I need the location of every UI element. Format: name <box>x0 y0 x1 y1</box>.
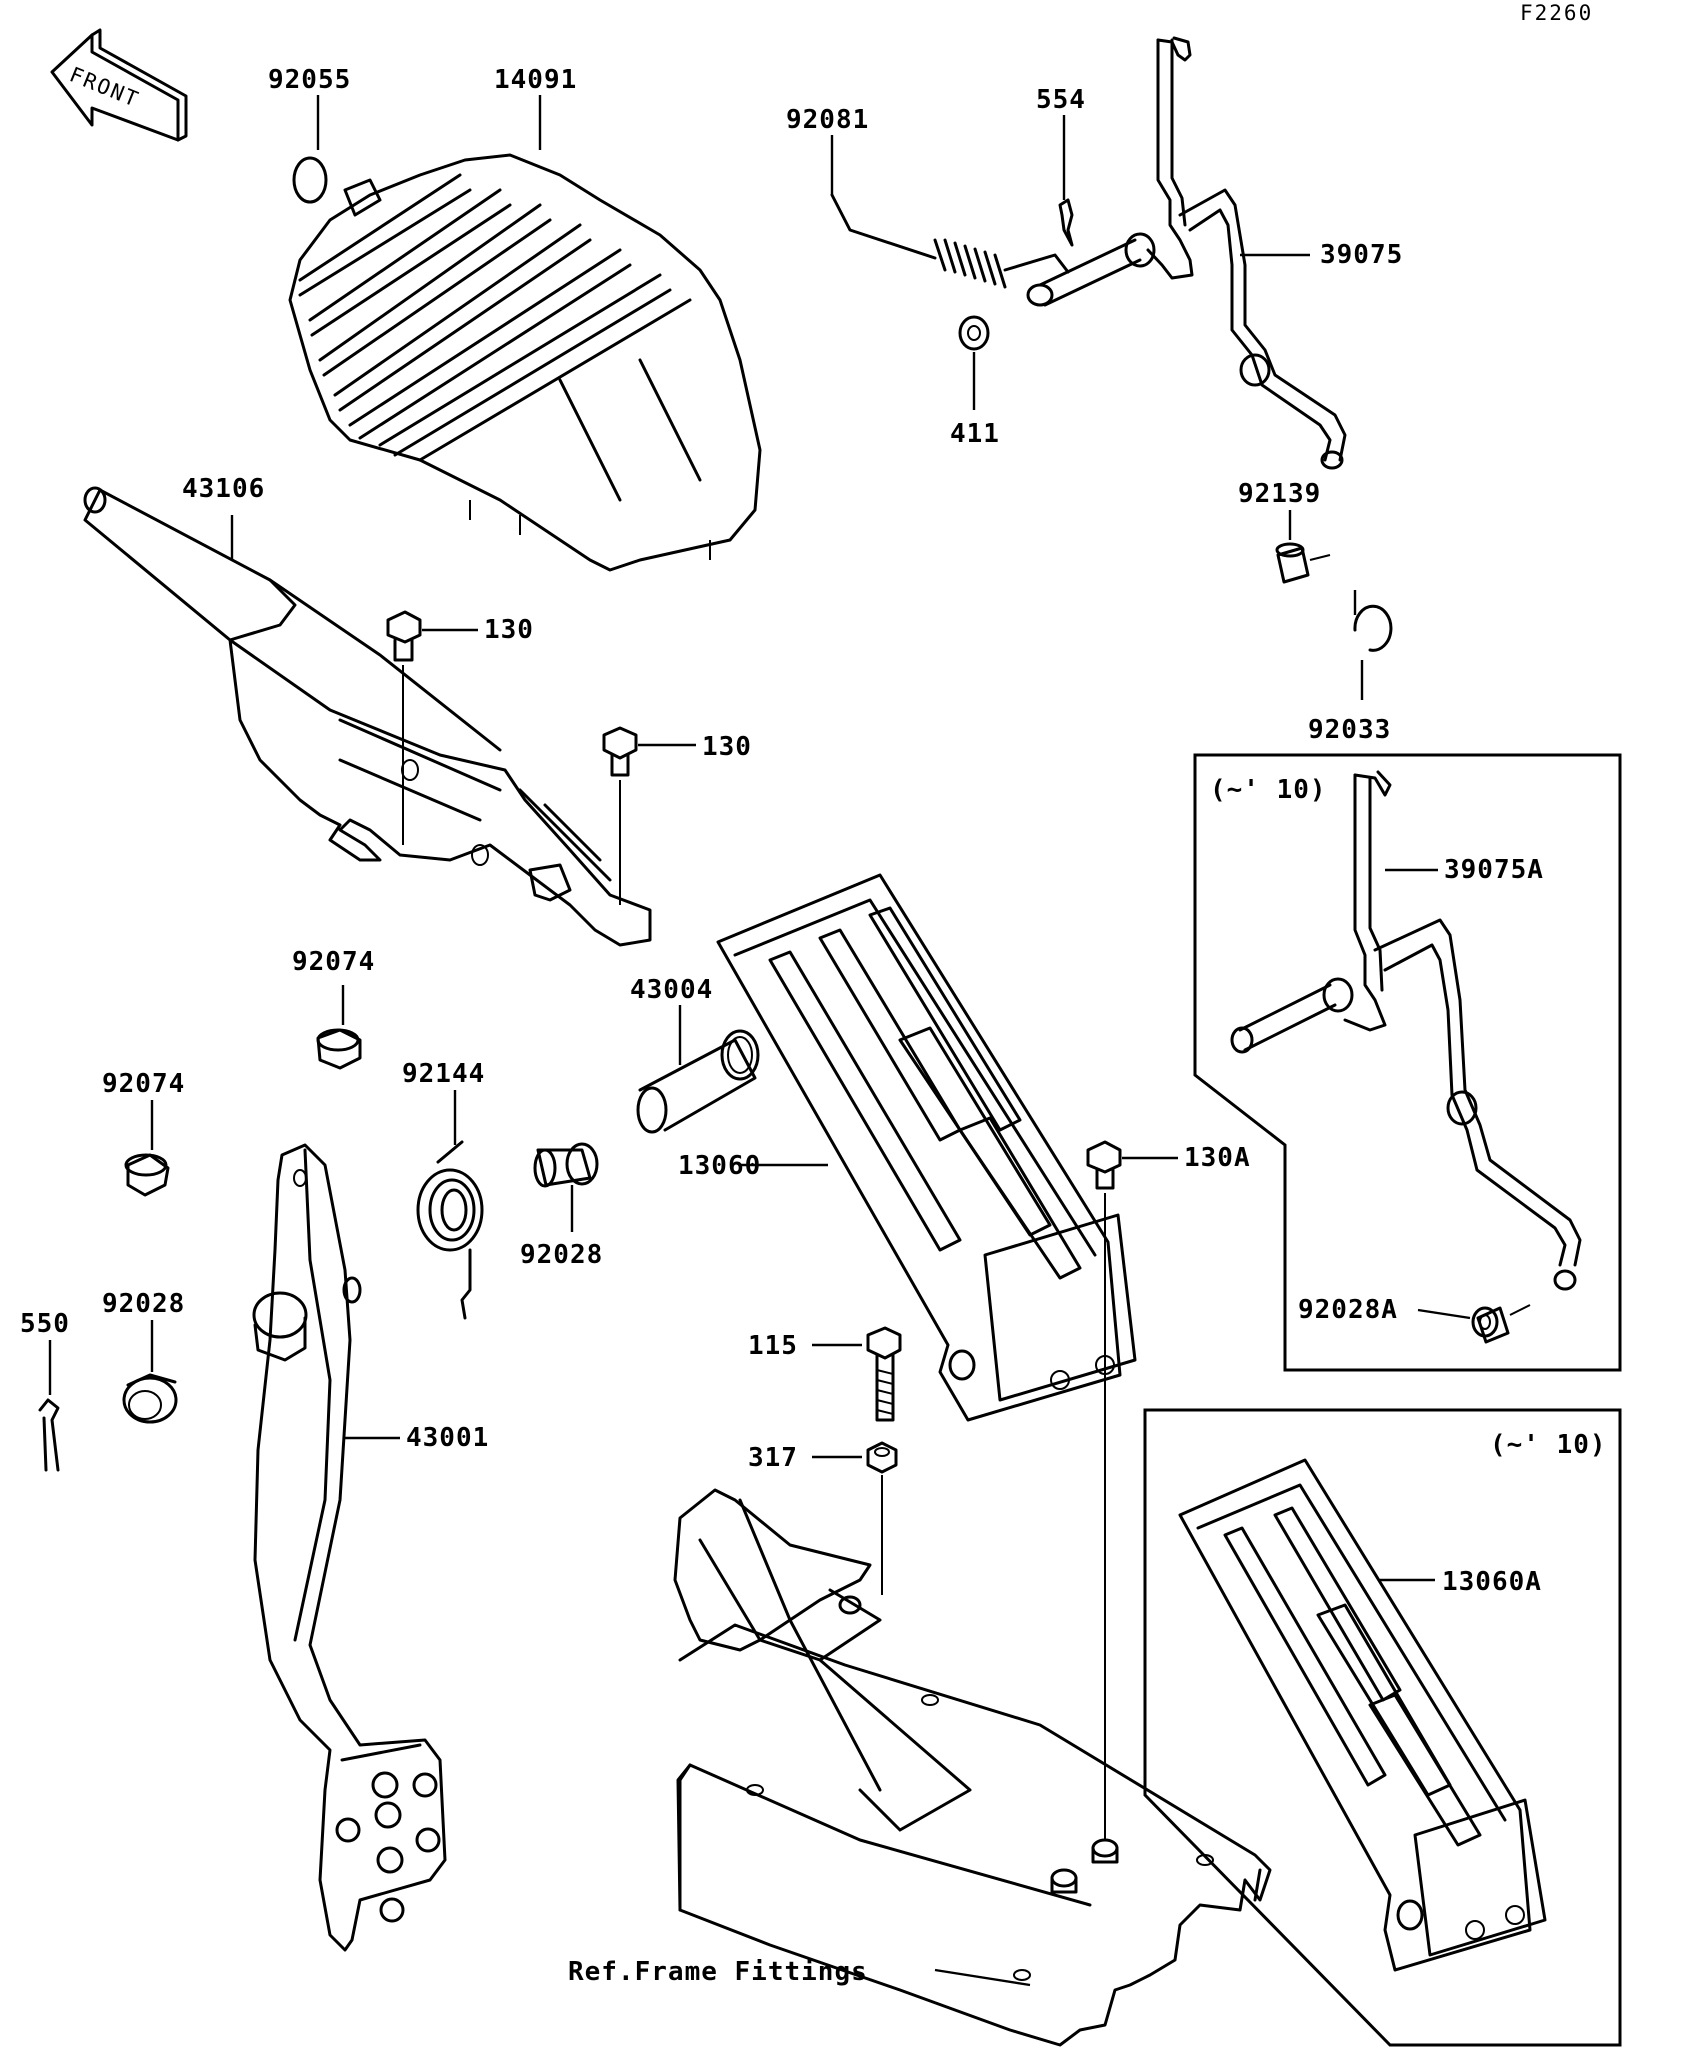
label-317: 317 <box>748 1443 798 1473</box>
variant-box-plate <box>1143 1408 1622 2047</box>
frame-fittings <box>673 1488 1272 2047</box>
label-ref-frame: Ref.Frame Fittings <box>568 1957 868 1987</box>
cotter-pin-550 <box>38 1340 60 1472</box>
label-130-left: 130 <box>484 615 534 645</box>
bushing-92028-left <box>122 1320 178 1424</box>
label-39075: 39075 <box>1320 240 1403 270</box>
label-92028-left: 92028 <box>102 1289 185 1319</box>
spring-92144 <box>416 1090 484 1320</box>
label-92074-lower: 92074 <box>102 1069 185 1099</box>
label-13060: 13060 <box>678 1151 761 1181</box>
label-130A: 130A <box>1184 1143 1251 1173</box>
figure-code: F2260 <box>1520 1 1593 25</box>
shaft-39075A <box>1230 770 1582 1291</box>
bushing-92028A <box>1417 1304 1531 1344</box>
label-43004: 43004 <box>630 975 713 1005</box>
plate-13060A <box>1178 1458 1547 1972</box>
label-92081: 92081 <box>786 105 869 135</box>
snap-ring-92033 <box>1353 590 1393 700</box>
label-411: 411 <box>950 419 1000 449</box>
label-13060A: 13060A <box>1442 1567 1542 1597</box>
label-92033: 92033 <box>1308 715 1391 745</box>
lever-43106 <box>83 486 652 947</box>
front-arrow-icon: FRONT <box>50 28 188 142</box>
label-554: 554 <box>1036 85 1086 115</box>
bushing-92028-center <box>533 1142 599 1232</box>
label-92028-center: 92028 <box>520 1240 603 1270</box>
plate-13060 <box>716 873 1137 1422</box>
bolt-130-left <box>386 610 478 845</box>
variant-note-plate: (~' 10) <box>1490 1430 1607 1460</box>
pedal-43001 <box>252 1143 447 1952</box>
label-14091: 14091 <box>494 65 577 95</box>
spring-92081 <box>830 135 1070 289</box>
o-ring-92055 <box>292 95 328 204</box>
variant-box-shaft <box>1193 753 1622 1372</box>
label-92074-upper: 92074 <box>292 947 375 977</box>
pin-43004 <box>636 1005 760 1134</box>
bolt-115 <box>812 1326 902 1422</box>
bolt-130A <box>1086 1140 1178 1840</box>
bolt-130-right <box>602 726 696 905</box>
label-92028A: 92028A <box>1298 1295 1398 1325</box>
plug-92074-upper <box>316 985 362 1070</box>
bushing-92139 <box>1275 510 1331 584</box>
label-115: 115 <box>748 1331 798 1361</box>
label-43106: 43106 <box>182 474 265 504</box>
variant-note-shaft: (~' 10) <box>1210 775 1327 805</box>
plug-92074-lower <box>124 1100 170 1197</box>
boot-14091 <box>288 153 762 572</box>
nut-317 <box>812 1441 898 1595</box>
label-39075A: 39075A <box>1444 855 1544 885</box>
shaft-39075 <box>1026 36 1347 470</box>
label-550: 550 <box>20 1309 70 1339</box>
clip-554 <box>1058 115 1074 247</box>
label-130-right: 130 <box>702 732 752 762</box>
label-92055: 92055 <box>268 65 351 95</box>
label-43001: 43001 <box>406 1423 489 1453</box>
label-92139: 92139 <box>1238 479 1321 509</box>
washer-411 <box>958 315 990 410</box>
label-92144: 92144 <box>402 1059 485 1089</box>
